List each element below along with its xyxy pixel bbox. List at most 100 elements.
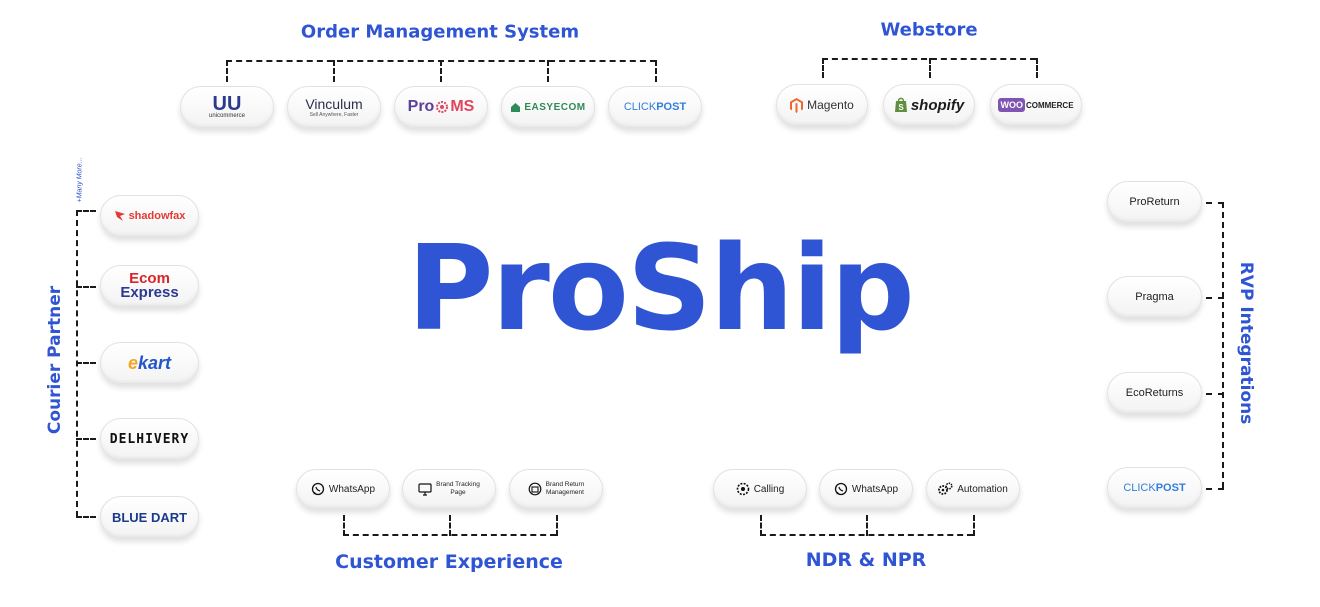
clickpost-label-b: POST — [656, 101, 687, 113]
vinculum-label: Vinculum — [305, 96, 363, 112]
ndr-connector-bar — [760, 534, 973, 536]
oms-connector-5 — [655, 60, 657, 82]
ekart-logo: e kart — [100, 342, 199, 384]
unicommerce-label: unicommerce — [208, 113, 245, 119]
ndr-title: NDR & NPR — [805, 549, 927, 571]
vinculum-tagline: Sell Anywhere, Faster — [309, 112, 359, 118]
proms-logo: Pro MS — [394, 86, 488, 128]
ndr-whatsapp-item: WhatsApp — [819, 469, 913, 509]
ndr-whatsapp-label: WhatsApp — [851, 483, 899, 495]
shopify-logo: S shopify — [883, 84, 975, 126]
ekart-label-b: kart — [137, 352, 172, 373]
shadowfax-label: shadowfax — [128, 210, 186, 222]
whatsapp-icon — [834, 482, 848, 496]
webstore-title: Webstore — [880, 19, 978, 41]
cx-brand-return-label-b: Management — [546, 489, 584, 496]
clickpost-label-a: CLICK — [623, 101, 657, 113]
rvp-connector-1 — [1206, 202, 1224, 204]
rvp-connector-bar — [1222, 202, 1224, 488]
courier-connector-4 — [76, 438, 96, 440]
oms-connector-3 — [440, 60, 442, 82]
svg-text:S: S — [898, 103, 904, 112]
webstore-connector-2 — [929, 58, 931, 78]
rvp-connector-3 — [1206, 393, 1224, 395]
magento-label: Magento — [807, 98, 854, 112]
magento-logo: Magento — [776, 84, 868, 126]
ecom-express-logo: Ecom Express — [100, 265, 199, 307]
ndr-calling-item: Calling — [713, 469, 807, 509]
cx-whatsapp-label: WhatsApp — [328, 483, 376, 495]
house-icon — [510, 102, 521, 113]
monitor-icon — [418, 482, 432, 496]
ndr-automation-label: Automation — [957, 483, 1008, 495]
ndr-connector-1 — [760, 515, 762, 536]
cx-brand-tracking-text: Brand Tracking Page — [436, 481, 480, 497]
ndr-calling-label: Calling — [753, 483, 785, 495]
delhivery-logo: DELHIVERY — [100, 418, 199, 460]
shadowfax-icon — [114, 210, 126, 222]
proms-label-a: Pro — [407, 98, 435, 115]
cx-brand-tracking-label-a: Brand Tracking — [436, 481, 480, 488]
unicommerce-mark: UU — [212, 93, 242, 115]
ekart-label-a: e — [127, 352, 138, 373]
gears-icon — [938, 482, 953, 496]
cx-connector-1 — [343, 515, 345, 536]
rvp-connector-2 — [1206, 297, 1224, 299]
easyecom-label: EASYECOM — [524, 101, 586, 113]
courier-connector-5 — [76, 516, 96, 518]
shadowfax-logo: shadowfax — [100, 195, 199, 237]
ecoreturns-logo: EcoReturns — [1107, 372, 1202, 414]
bluedart-logo: BLUE DART — [100, 496, 199, 538]
rvp-connector-4 — [1206, 488, 1224, 490]
cx-title: Customer Experience — [335, 551, 563, 573]
oms-connector-2 — [333, 60, 335, 82]
proreturn-logo: ProReturn — [1107, 181, 1202, 223]
cx-brand-tracking-label-b: Page — [450, 489, 466, 496]
magento-icon — [790, 97, 804, 113]
proship-title: ProShip — [407, 219, 915, 357]
rvp-title: RVP Integrations — [1236, 261, 1256, 425]
clickpost-logo-rvp: CLICK POST — [1107, 467, 1202, 509]
ndr-automation-item: Automation — [926, 469, 1020, 509]
ecoreturns-label: EcoReturns — [1125, 387, 1184, 399]
courier-connector-3 — [76, 362, 96, 364]
oms-title: Order Management System — [300, 21, 580, 43]
easyecom-logo: EASYECOM — [501, 86, 595, 128]
cx-connector-2 — [449, 515, 451, 536]
whatsapp-icon — [311, 482, 325, 496]
cx-brand-return-label-a: Brand Return — [545, 481, 585, 488]
woo-label-b: COMMERCE — [1025, 100, 1074, 110]
pragma-label: Pragma — [1135, 291, 1174, 303]
woocommerce-logo: WOO COMMERCE — [990, 84, 1082, 126]
unicommerce-logo: UU unicommerce — [180, 86, 274, 128]
phone-gear-icon — [736, 482, 750, 496]
proms-label-b: MS — [450, 98, 475, 115]
ndr-connector-2 — [866, 515, 868, 536]
courier-connector-1 — [76, 210, 96, 212]
ecom-label: Ecom — [129, 270, 170, 287]
cx-brand-tracking-item: Brand Tracking Page — [402, 469, 496, 509]
oms-connector-1 — [226, 60, 228, 82]
cx-connector-bar — [343, 534, 556, 536]
proreturn-label: ProReturn — [1129, 196, 1180, 208]
woo-label-a: WOO — [998, 98, 1025, 112]
cx-brand-return-text: Brand Return Management — [546, 481, 585, 497]
rvp-clickpost-label-b: POST — [1155, 482, 1186, 494]
courier-note: +Many More... — [76, 157, 84, 203]
cx-brand-return-item: Brand Return Management — [509, 469, 603, 509]
cx-connector-3 — [556, 515, 558, 536]
vinculum-logo: Vinculum Sell Anywhere, Faster — [287, 86, 381, 128]
ndr-connector-3 — [973, 515, 975, 536]
gear-icon — [435, 100, 449, 114]
delhivery-label: DELHIVERY — [109, 431, 190, 447]
bluedart-label: BLUE DART — [111, 509, 188, 525]
oms-connector-4 — [547, 60, 549, 82]
return-box-icon — [528, 482, 542, 496]
shopping-bag-icon: S — [894, 97, 908, 113]
clickpost-logo-oms: CLICK POST — [608, 86, 702, 128]
express-label: Express — [120, 284, 179, 301]
courier-connector-2 — [76, 286, 96, 288]
courier-title: Courier Partner — [45, 285, 65, 435]
webstore-connector-1 — [822, 58, 824, 78]
pragma-logo: Pragma — [1107, 276, 1202, 318]
